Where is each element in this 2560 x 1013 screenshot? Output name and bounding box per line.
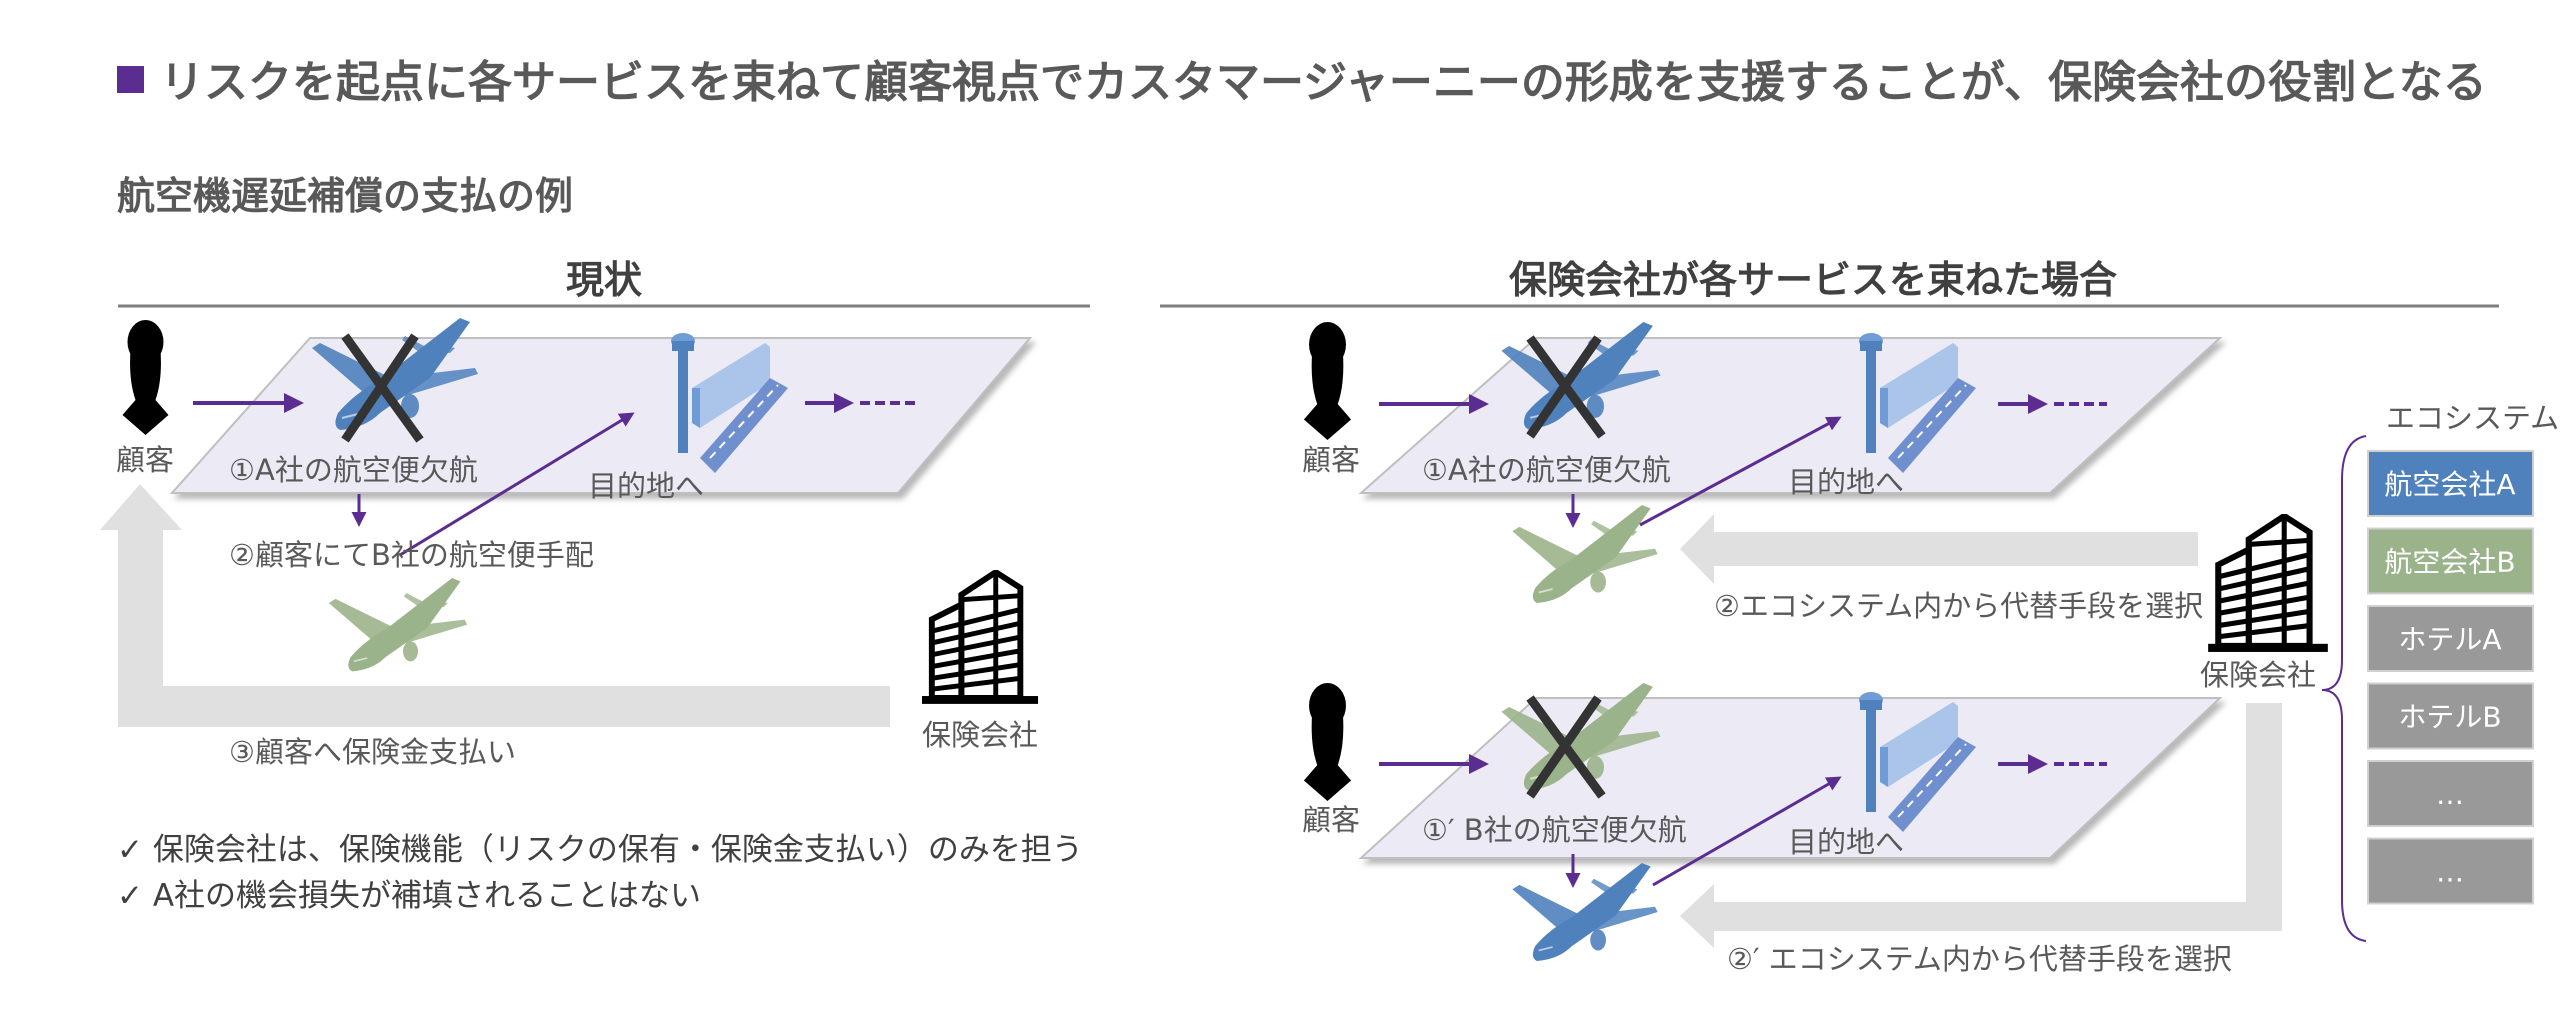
page-subtitle: 航空機遅延補償の支払の例 (117, 174, 573, 218)
case2-step2-label: ②′ エコシステム内から代替手段を選択 (1727, 942, 2232, 976)
airline-a-plane-icon (1511, 863, 1659, 962)
ecosystem-item-box (2367, 760, 2534, 827)
ecosystem-item-box (2367, 450, 2534, 517)
alt-flight-arrow (1639, 416, 1842, 527)
insurer-building-icon (2208, 516, 2328, 652)
airline-b-plane-icon (1511, 505, 1659, 604)
ecosystem-list: 航空会社A 航空会社B ホテルA ホテルB … … (2367, 450, 2534, 905)
page-title: リスクを起点に各サービスを束ねて顧客視点でカスタマージャーニーの形成を支援するこ… (160, 57, 2487, 108)
ecosystem-item-label: … (2436, 856, 2464, 889)
current-heading: 現状 (566, 258, 643, 302)
current-step2-label: ②顧客にてB社の航空便手配 (229, 538, 594, 572)
alt-flight-arrow (1652, 776, 1842, 887)
cancel-x-icon (1526, 695, 1606, 799)
case2-step1-label: ①′ B社の航空便欠航 (1422, 813, 1687, 847)
ecosystem-select-arrow-1 (1680, 514, 2198, 584)
alt-flight-arrow (399, 412, 635, 557)
payment-arrow (100, 484, 890, 727)
ecosystem-item-box (2367, 605, 2534, 672)
bundled-insurer-label: 保険会社 (2200, 658, 2316, 692)
ecosystem-label: エコシステム (2386, 401, 2559, 435)
customer-icon (122, 320, 169, 435)
case1-step2-label: ②エコシステム内から代替手段を選択 (1714, 589, 2203, 623)
ecosystem-item-label: 航空会社A (2384, 468, 2515, 501)
ecosystem-item-box (2367, 682, 2534, 750)
cancel-x-icon (1526, 335, 1606, 439)
insurer-building-icon (922, 572, 1038, 704)
ecosystem-brace (2321, 435, 2367, 942)
case1-destination-label: 目的地へ (1788, 465, 1904, 499)
ecosystem-item-label: ホテルA (2398, 623, 2501, 656)
current-insurer-label: 保険会社 (922, 718, 1038, 752)
ecosystem-select-arrow-2 (1680, 703, 2282, 948)
bundled-customer-label-2: 顧客 (1302, 803, 1360, 837)
ecosystem-item-label: ホテルB (2398, 701, 2501, 734)
ecosystem-item-label: … (2436, 778, 2464, 811)
bundled-customer-label-1: 顧客 (1302, 443, 1360, 477)
current-note-1: ✓ 保険会社は、保険機能（リスクの保有・保険金支払い）のみを担う (117, 832, 1083, 868)
case1-step1-label: ①A社の航空便欠航 (1422, 453, 1671, 487)
bundled-heading: 保険会社が各サービスを束ねた場合 (1509, 258, 2117, 302)
cancel-x-icon (341, 333, 424, 443)
current-step1-label: ①A社の航空便欠航 (229, 453, 478, 487)
customer-icon (1303, 683, 1352, 801)
current-destination-label: 目的地へ (588, 469, 704, 503)
current-step3-label: ③顧客へ保険金支払い (229, 735, 516, 769)
current-note-2: ✓ A社の機会損失が補填されることはない (117, 878, 701, 914)
case2-destination-label: 目的地へ (1788, 825, 1904, 859)
ecosystem-item-box (2367, 527, 2534, 595)
airline-b-plane-icon (327, 578, 469, 673)
customer-label: 顧客 (116, 443, 174, 477)
ecosystem-item-box (2367, 837, 2534, 905)
ecosystem-item-label: 航空会社B (2384, 546, 2515, 579)
title-bullet (117, 66, 144, 93)
customer-icon (1303, 322, 1352, 440)
